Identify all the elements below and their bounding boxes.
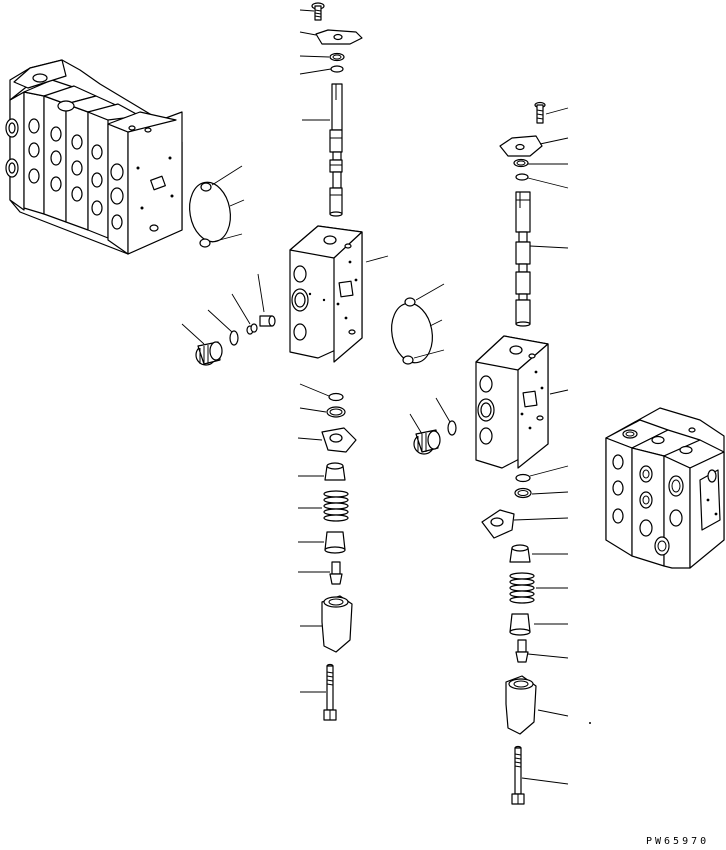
spool-left (329, 83, 343, 217)
drawing-code: PW65970 (646, 836, 710, 847)
cap-left (321, 595, 353, 653)
relief-plug-right (413, 429, 441, 455)
long-bolt-right (511, 745, 525, 805)
long-bolt-left (323, 663, 337, 721)
relief-plug-left (195, 341, 223, 366)
valve-section-right (475, 335, 549, 469)
spring-icon (323, 490, 349, 522)
cap-right (505, 675, 537, 735)
bolt-icon (534, 101, 546, 124)
left-spool-stack (181, 2, 445, 721)
gasket-middle (391, 283, 445, 365)
spool-right (515, 191, 531, 327)
right-spool-stack (409, 101, 591, 805)
o-ring-icon (229, 330, 239, 346)
gasket-left (189, 165, 245, 248)
valve-ports (5, 73, 159, 232)
assembled-valve-block-left (5, 59, 183, 255)
spring-icon (509, 572, 535, 604)
assembled-valve-block-right (605, 407, 725, 569)
o-ring-icon (447, 420, 457, 436)
bolt-icon (311, 2, 325, 21)
valve-section-left (289, 225, 363, 363)
